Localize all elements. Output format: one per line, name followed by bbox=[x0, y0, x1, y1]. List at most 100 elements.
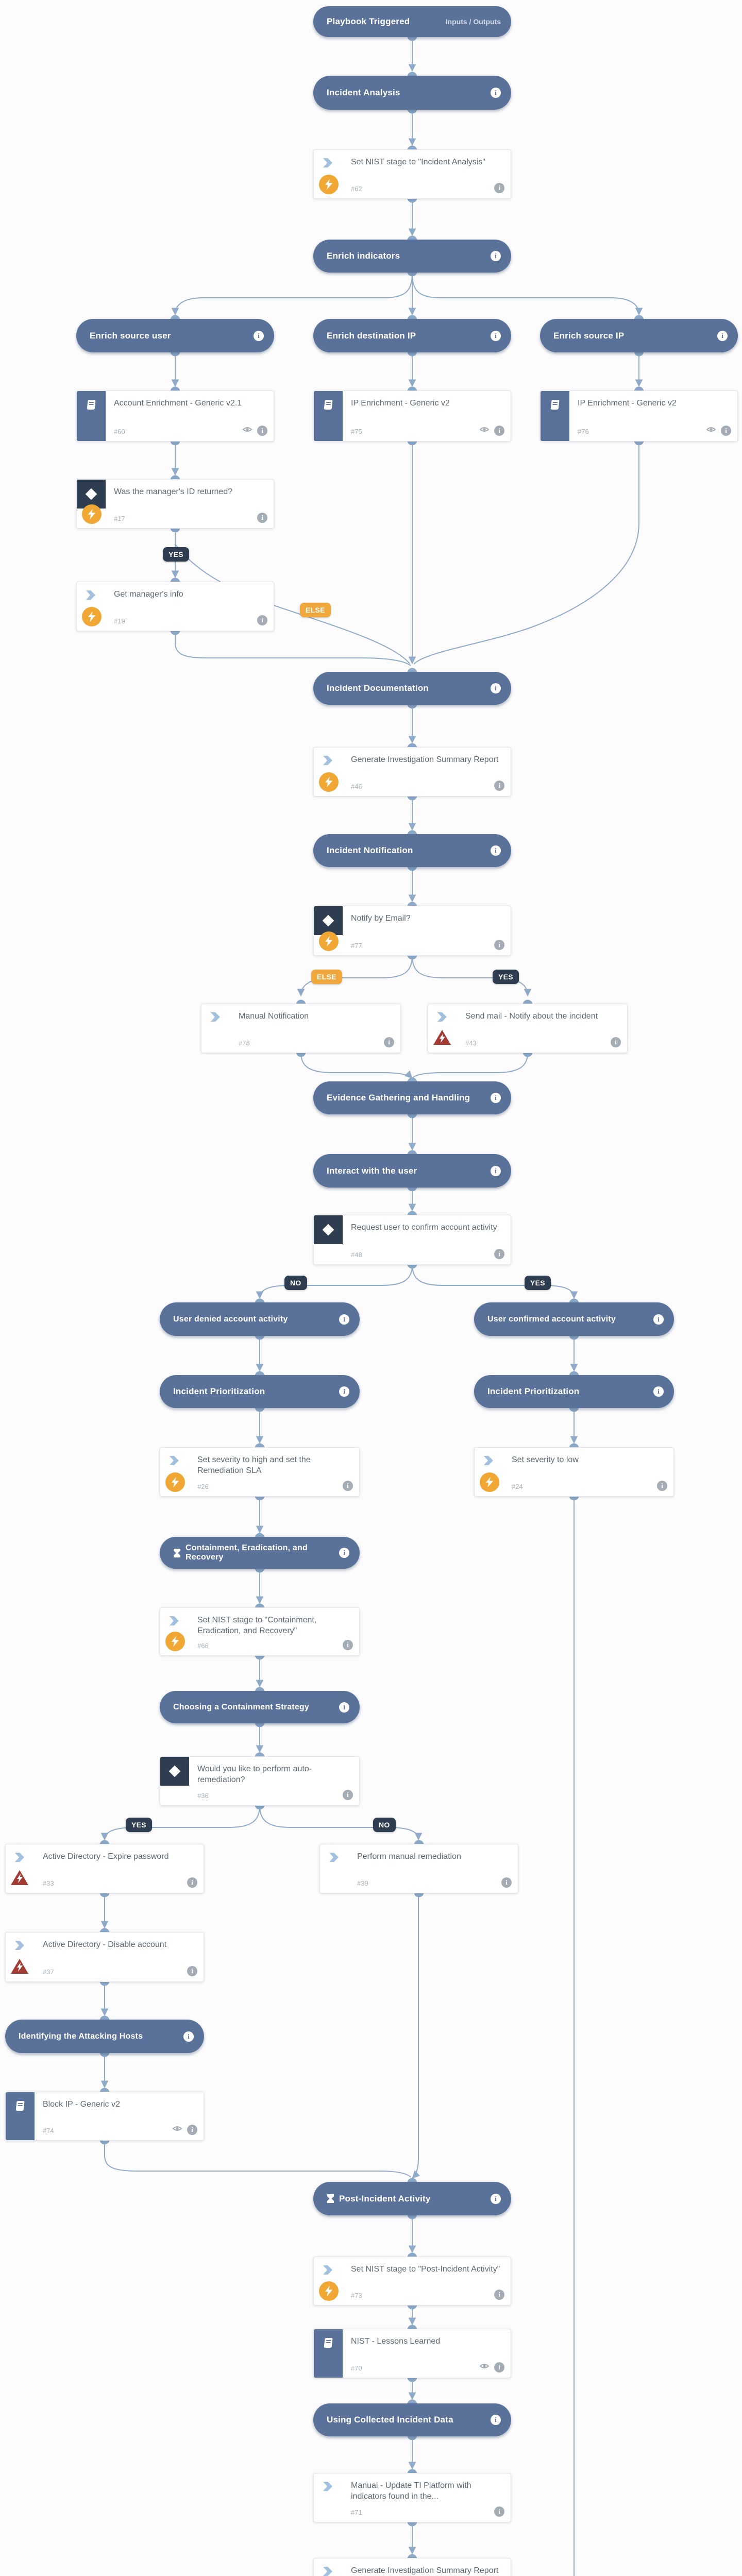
info-icon[interactable]: i bbox=[611, 1037, 621, 1047]
info-icon[interactable]: i bbox=[187, 1877, 197, 1888]
task-48[interactable]: Request user to confirm account activity… bbox=[313, 1215, 511, 1265]
info-icon[interactable]: i bbox=[494, 2506, 504, 2517]
info-icon[interactable]: i bbox=[501, 1877, 512, 1888]
eye-icon[interactable] bbox=[706, 426, 716, 436]
info-icon[interactable]: i bbox=[494, 183, 504, 193]
task-66[interactable]: Set NIST stage to "Containment, Eradicat… bbox=[160, 1607, 360, 1656]
section-title: Containment, Eradication, and Recovery bbox=[185, 1544, 308, 1562]
info-icon[interactable]: i bbox=[491, 2415, 501, 2425]
task-55[interactable]: Generate Investigation Summary Report#55… bbox=[313, 2558, 511, 2576]
info-icon[interactable]: i bbox=[657, 1481, 667, 1491]
inputs-outputs-link[interactable]: Inputs / Outputs bbox=[445, 18, 501, 26]
task-title: Account Enrichment - Generic v2.1 bbox=[114, 399, 242, 408]
info-icon[interactable]: i bbox=[343, 1640, 353, 1650]
info-icon[interactable]: i bbox=[343, 1790, 353, 1800]
info-icon[interactable]: i bbox=[721, 426, 731, 436]
info-icon[interactable]: i bbox=[491, 1165, 501, 1176]
task-number: #66 bbox=[197, 1642, 209, 1650]
info-icon[interactable]: i bbox=[491, 330, 501, 341]
badge-yes-48: YES bbox=[525, 1276, 551, 1290]
info-icon[interactable]: i bbox=[257, 426, 267, 436]
automation-lightning-icon bbox=[82, 607, 102, 626]
chevron-icon bbox=[322, 2264, 334, 2279]
section-title: Playbook Triggered bbox=[327, 16, 410, 27]
info-icon[interactable]: i bbox=[491, 2193, 501, 2204]
header-containment[interactable]: Containment, Eradication, and Recovery i bbox=[160, 1537, 360, 1569]
task-26[interactable]: Set severity to high and set the Remedia… bbox=[160, 1447, 360, 1497]
playbook-triggered[interactable]: Playbook Triggered Inputs / Outputs bbox=[313, 6, 511, 37]
info-icon[interactable]: i bbox=[343, 1481, 353, 1491]
info-icon[interactable]: i bbox=[384, 1037, 394, 1047]
info-icon[interactable]: i bbox=[491, 1093, 501, 1103]
info-icon[interactable]: i bbox=[339, 1386, 349, 1397]
info-icon[interactable]: i bbox=[257, 615, 267, 625]
header-user-confirmed[interactable]: User confirmed account activity i bbox=[474, 1302, 674, 1336]
section-title: User confirmed account activity bbox=[487, 1314, 616, 1324]
eye-icon[interactable] bbox=[479, 426, 490, 436]
task-36[interactable]: Would you like to perform auto-remediati… bbox=[160, 1756, 360, 1806]
info-icon[interactable]: i bbox=[491, 683, 501, 693]
info-icon[interactable]: i bbox=[339, 1702, 349, 1713]
info-icon[interactable]: i bbox=[491, 251, 501, 261]
error-warning-icon bbox=[432, 1029, 452, 1048]
task-43[interactable]: Send mail - Notify about the incident#43… bbox=[428, 1004, 628, 1053]
info-icon[interactable]: i bbox=[494, 940, 504, 950]
info-icon[interactable]: i bbox=[254, 330, 264, 341]
task-73[interactable]: Set NIST stage to "Post-Incident Activit… bbox=[313, 2257, 511, 2306]
info-icon[interactable]: i bbox=[494, 781, 504, 791]
task-46[interactable]: Generate Investigation Summary Report#46… bbox=[313, 747, 511, 796]
info-icon[interactable]: i bbox=[494, 426, 504, 436]
info-icon[interactable]: i bbox=[339, 1548, 349, 1558]
info-icon[interactable]: i bbox=[494, 2290, 504, 2300]
info-icon[interactable]: i bbox=[491, 845, 501, 856]
info-icon[interactable]: i bbox=[187, 1966, 197, 1976]
info-icon[interactable]: i bbox=[653, 1386, 664, 1397]
eye-icon[interactable] bbox=[242, 426, 252, 436]
info-icon[interactable]: i bbox=[494, 1249, 504, 1259]
info-icon[interactable]: i bbox=[187, 2125, 197, 2135]
eye-icon[interactable] bbox=[479, 2362, 490, 2372]
info-icon[interactable]: i bbox=[494, 2362, 504, 2372]
info-icon[interactable]: i bbox=[717, 330, 728, 341]
task-62[interactable]: Set NIST stage to "Incident Analysis"#62… bbox=[313, 149, 511, 199]
info-icon[interactable]: i bbox=[339, 1314, 349, 1325]
info-icon[interactable]: i bbox=[257, 513, 267, 523]
info-icon[interactable]: i bbox=[183, 2031, 194, 2042]
task-71[interactable]: Manual - Update TI Platform with indicat… bbox=[313, 2473, 511, 2522]
automation-lightning-icon bbox=[319, 772, 339, 792]
eye-icon[interactable] bbox=[172, 2125, 182, 2135]
info-icon[interactable]: i bbox=[653, 1314, 664, 1325]
info-icon[interactable]: i bbox=[491, 88, 501, 98]
chevron-icon bbox=[13, 1851, 26, 1866]
